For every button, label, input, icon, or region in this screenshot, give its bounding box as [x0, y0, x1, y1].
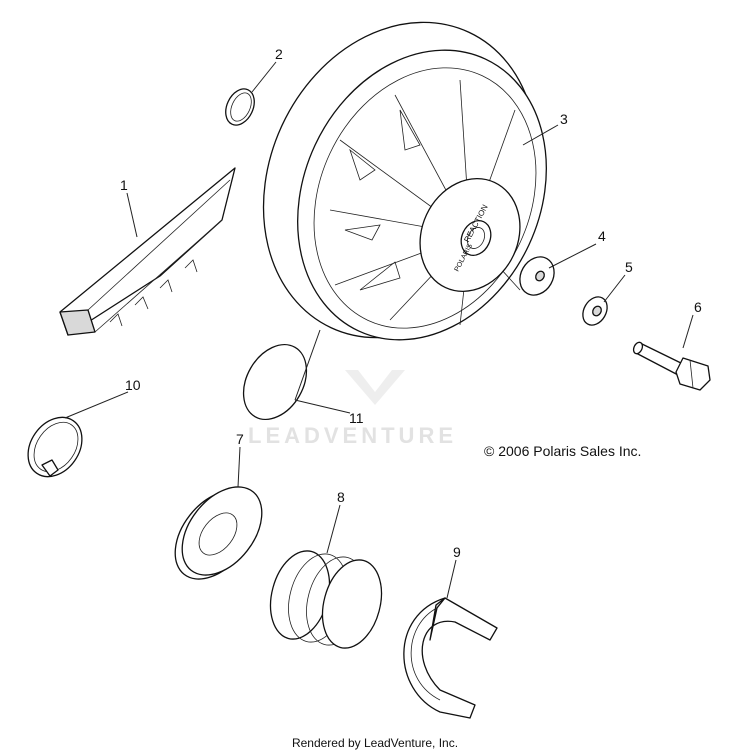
callout-5: 5 [625, 259, 633, 275]
part-6-bolt[interactable] [632, 341, 711, 391]
callout-11: 11 [349, 410, 364, 426]
part-8-spring[interactable] [261, 544, 390, 654]
part-5-washer[interactable] [578, 293, 612, 330]
part-2-ring[interactable] [220, 84, 260, 129]
watermark-logo [345, 370, 405, 405]
copyright-text: © 2006 Polaris Sales Inc. [484, 443, 642, 459]
part-1-drive-belt[interactable] [59, 167, 236, 336]
part-3-driven-clutch[interactable]: REACTION POLARIS [213, 0, 592, 383]
callout-9: 9 [453, 544, 461, 560]
callout-labels: 1 2 3 4 5 6 7 8 9 10 11 [120, 46, 702, 560]
callout-1: 1 [120, 177, 128, 193]
part-11-washer[interactable] [231, 333, 319, 430]
callout-4: 4 [598, 228, 606, 244]
footer-text: Rendered by LeadVenture, Inc. [291, 736, 459, 750]
callout-8: 8 [337, 489, 345, 505]
watermark-text: LEADVENTURE [248, 423, 458, 448]
callout-3: 3 [560, 111, 568, 127]
callout-7: 7 [236, 431, 244, 447]
leader-lines [64, 61, 694, 599]
callout-10: 10 [125, 377, 141, 393]
callout-6: 6 [694, 299, 702, 315]
part-4-washer[interactable] [513, 251, 561, 302]
callout-2: 2 [275, 46, 283, 62]
part-9-bracket[interactable] [403, 597, 498, 719]
part-7-cover[interactable] [159, 472, 278, 594]
part-10-snap-ring[interactable] [17, 407, 93, 487]
